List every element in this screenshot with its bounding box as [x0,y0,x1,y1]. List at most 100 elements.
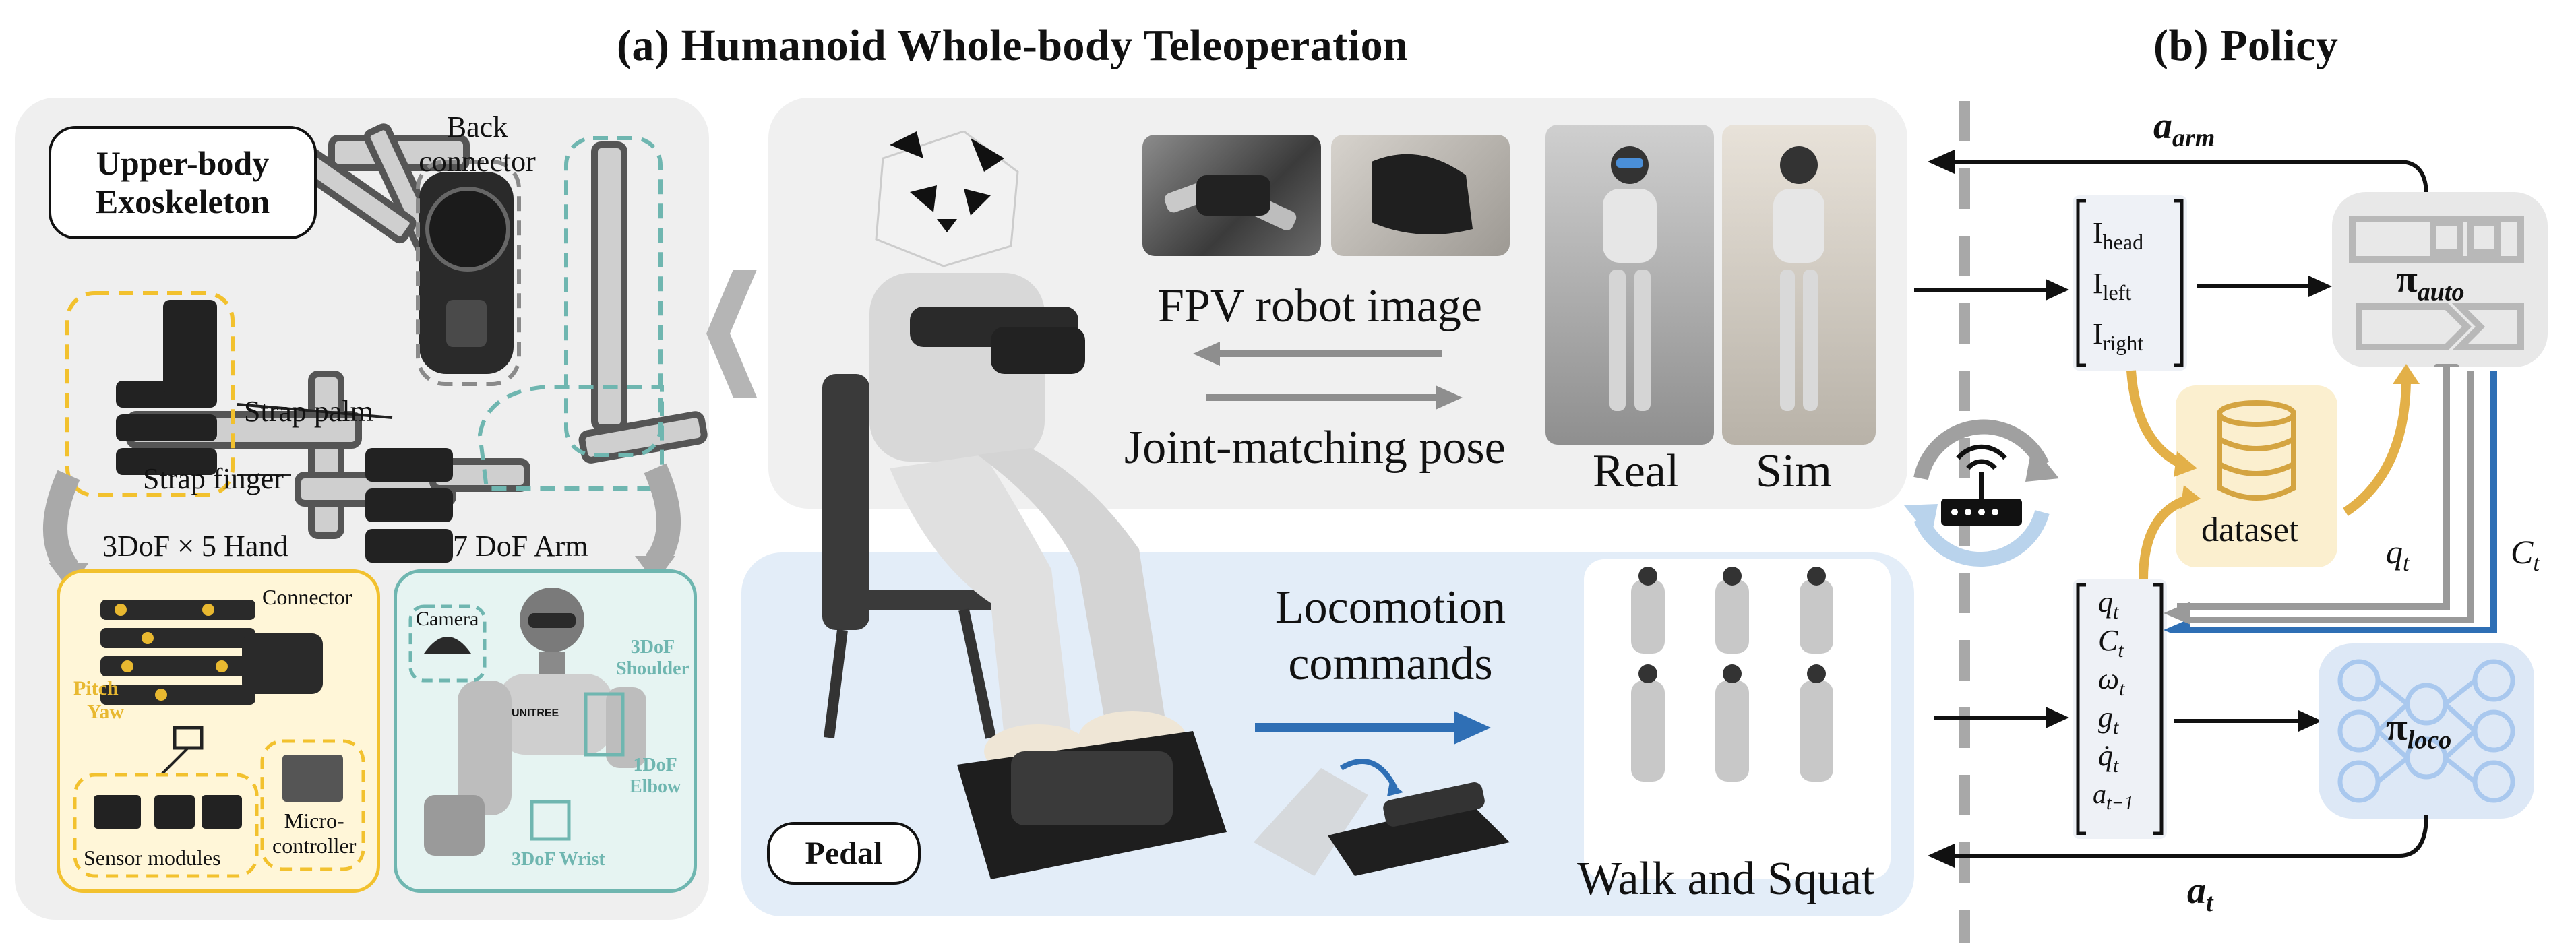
a-arm-sub: arm [2172,124,2215,153]
elbow-label: 1DoF Elbow [630,755,681,798]
pi-loco-base: π [2386,705,2408,749]
walk-and-squat-label: Walk and Squat [1577,853,1875,905]
a-t-sub: t [2206,889,2213,918]
arm-subpanel: Camera 3DoF Shoulder 1DoF Elbow 3DoF Wri… [394,569,697,893]
exoskeleton-label: Upper-body Exoskeleton [49,126,317,239]
yaw-label: Yaw [87,701,125,723]
a-arm-base: a [2153,105,2172,147]
unitree-logo: UNITREE [512,707,559,719]
c-t-base: C [2511,533,2534,571]
hand-illustration [73,600,365,878]
pi-loco-label: πloco [2386,704,2451,755]
state-g-base: g [2098,701,2113,734]
pi-auto-base: π [2396,257,2418,301]
state-observation-vector: qt Ct ωt gt q̇t at−1 [2073,579,2167,839]
image-head: Ihead [2093,216,2143,255]
robot-arm-illustration [408,588,646,856]
state-a-prev-base: a [2093,779,2106,809]
back-connector-line1: Back [446,110,508,144]
state-a-prev-sub: t−1 [2106,793,2134,814]
state-c-sub: t [2118,639,2124,662]
fpv-hands-left-graphic [1164,175,1297,230]
state-c: Ct [2098,623,2124,662]
back-connector-label: Back connector [417,110,538,179]
state-q-sub: t [2113,600,2119,623]
title-policy: (b) Policy [2153,21,2339,70]
image-input-arrow [1914,279,2069,301]
arrow-left-icon [1193,342,1442,366]
state-q: qt [2098,585,2118,624]
pedal-label: Pedal [767,822,921,885]
state-qdot: q̇t [2098,738,2118,778]
hand-title: 3DoF × 5 Hand [102,530,288,563]
state-c-base: C [2098,624,2118,657]
state-g: gt [2098,700,2118,739]
image-left: Ileft [2093,266,2131,305]
q-t-base: q [2386,533,2403,571]
q-t-label: qt [2386,532,2409,577]
shoulder-line1: 3DoF [630,637,675,658]
state-to-loco-arrow [2174,710,2322,732]
fpv-image-left [1142,135,1321,256]
sim-robot-image [1722,125,1876,445]
chevron-left-icon [706,270,757,398]
pi-auto-block: πauto [2332,192,2548,367]
state-qdot-base: q̇ [2098,739,2113,772]
state-input-arrow [1934,707,2069,728]
sim-robot-graphic [1773,146,1824,411]
fpv-image-right [1331,135,1510,256]
walk-squat-robots-graphic [1631,567,1833,782]
pi-auto-label: πauto [2396,256,2464,307]
camera-label: Camera [416,608,479,630]
state-omega: ωt [2098,662,2124,701]
real-robot-image [1545,125,1714,445]
image-left-sub: left [2102,280,2132,305]
arm-title: 7 DoF Arm [453,530,588,563]
exoskeleton-label-line2: Exoskeleton [95,183,270,220]
database-icon [2217,400,2296,501]
arrow-right-icon [1206,385,1463,410]
microcontroller-line2: controller [272,833,357,858]
state-vector-brackets [2076,583,2164,835]
mlp-network-icon [2337,659,2515,803]
pitch-label: Pitch [73,677,119,699]
strap-finger-label: Strap finger [143,462,284,495]
blue-arrow-right-icon [1255,711,1491,745]
image-right-base: I [2093,317,2103,350]
c-t-sub: t [2533,551,2540,576]
elbow-line1: 1DoF [633,755,677,776]
hand-subpanel: Connector Pitch Yaw Micro- controller Se… [57,569,380,893]
dataset-block: dataset [2176,385,2337,567]
transformer-icon [2349,216,2524,350]
microcontroller-line1: Micro- [284,809,344,833]
state-omega-sub: t [2119,677,2125,700]
image-right-sub: right [2102,330,2144,355]
shoulder-line2: Shoulder [616,658,689,679]
pi-loco-block: πloco [2319,643,2534,819]
state-a-prev: at−1 [2093,778,2134,815]
image-observation-vector: Ihead Ileft Iright [2073,195,2187,371]
a-arm-label: aarm [2153,104,2215,153]
strap-palm-label: Strap palm [244,395,373,428]
state-q-base: q [2098,586,2113,619]
fpv-robot-image-label: FPV robot image [1158,280,1482,332]
exoskeleton-illustration [43,123,708,590]
wrist-label: 3DoF Wrist [512,849,605,870]
locomotion-line2: commands [1288,638,1493,690]
image-to-policy-arrow [2197,276,2332,297]
locomotion-line1: Locomotion [1275,581,1506,633]
feedback-arrows [2164,364,2497,633]
wifi-router-icon [1904,419,2059,567]
pi-loco-sub: loco [2407,726,2452,755]
image-right: Iright [2093,317,2143,356]
a-t-base: a [2187,870,2206,912]
walk-squat-image [1584,559,1891,879]
state-omega-base: ω [2098,662,2120,695]
back-connector-line2: connector [419,145,536,178]
title-teleoperation: (a) Humanoid Whole-body Teleoperation [617,21,1409,70]
state-g-sub: t [2113,716,2119,738]
arm-action-arrow [1928,150,2428,195]
image-left-base: I [2093,267,2103,300]
real-label: Real [1593,445,1680,497]
pi-auto-sub: auto [2417,278,2465,307]
